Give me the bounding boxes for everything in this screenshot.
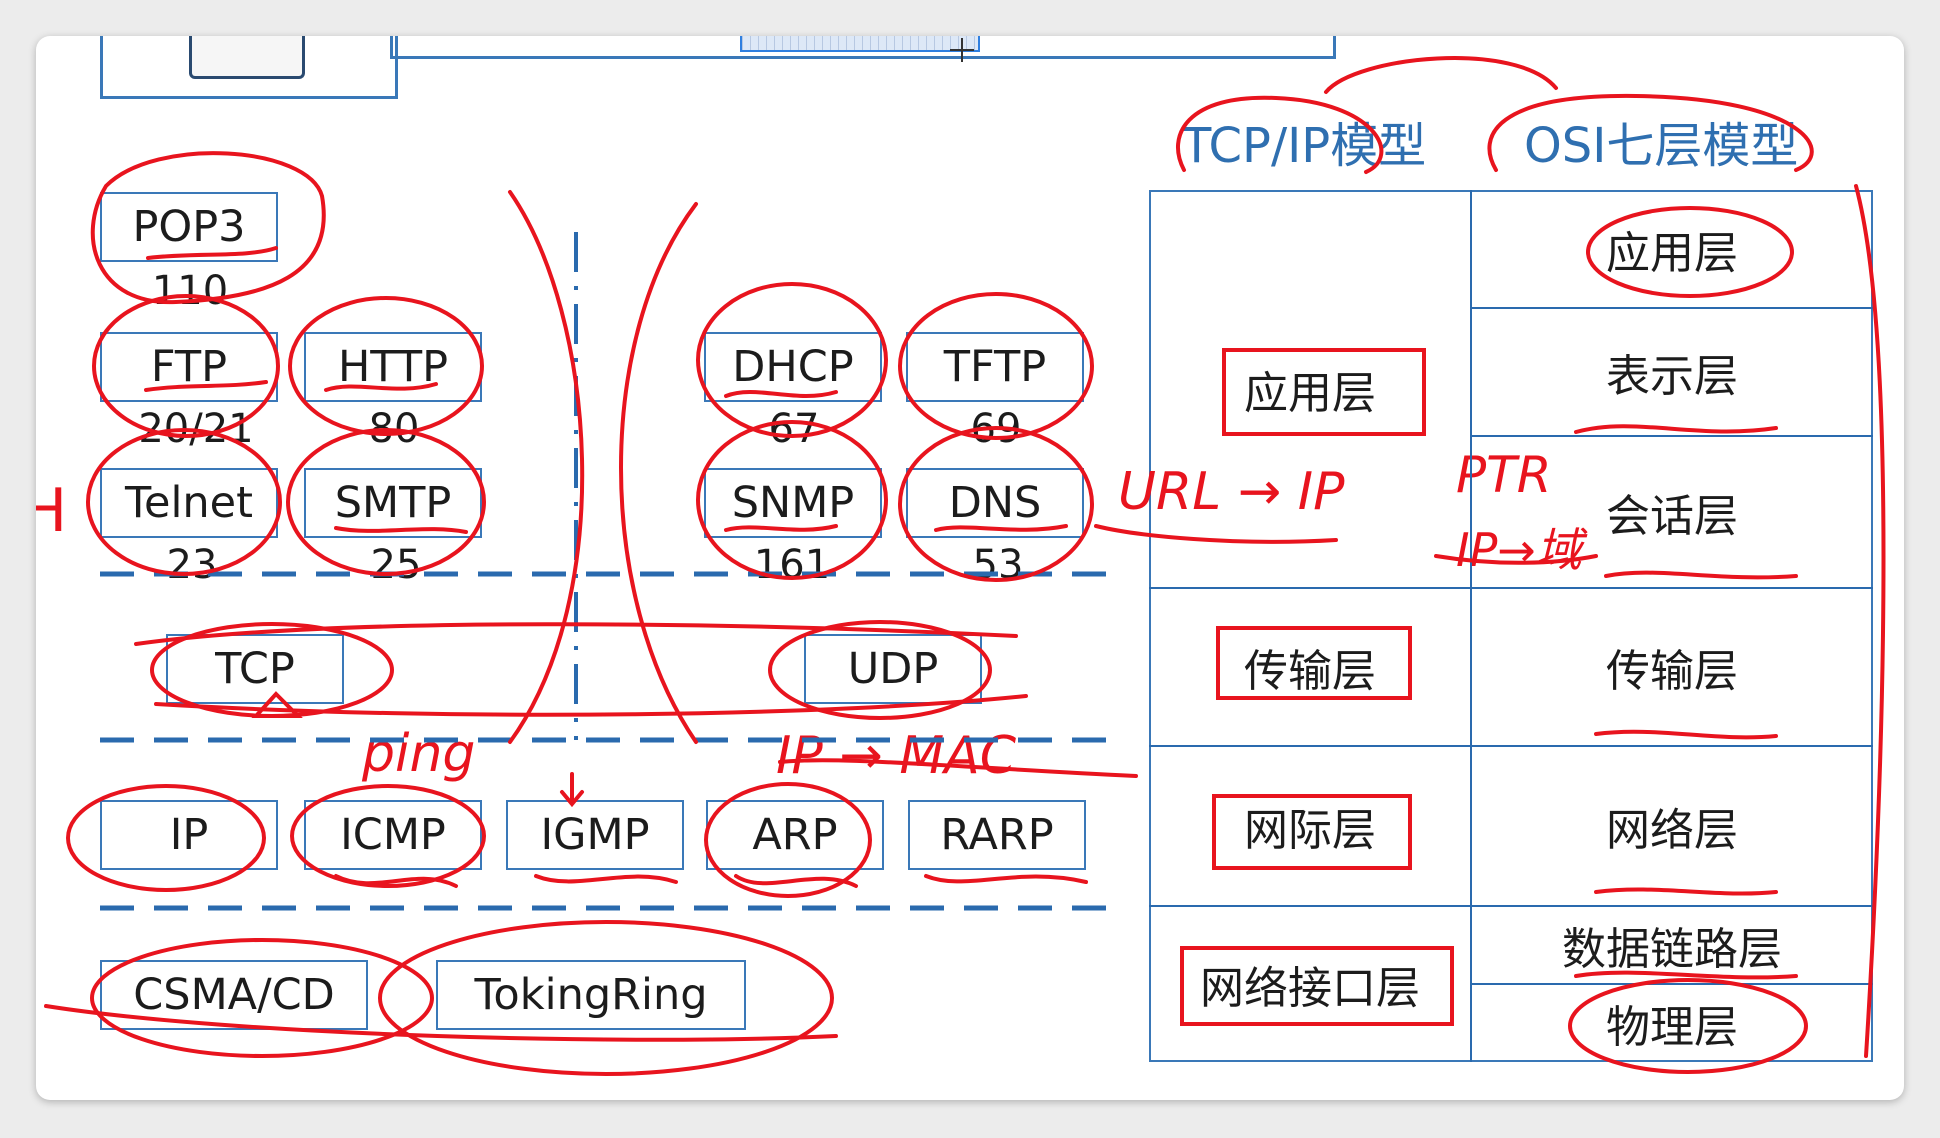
port-telnet: 23 bbox=[166, 542, 218, 588]
annotation-ip-mac: IP → MAC bbox=[776, 726, 1017, 786]
protocol-telnet: Telnet bbox=[100, 468, 278, 538]
port-pop3: 110 bbox=[151, 268, 229, 314]
tcpip-layer-application: 应用层 bbox=[1244, 368, 1376, 419]
osi-layer-presentation: 表示层 bbox=[1606, 351, 1738, 402]
annotation-ip-name: IP→域 bbox=[1456, 523, 1582, 577]
osi-model-header: OSI七层模型 bbox=[1524, 118, 1799, 174]
protocol-dns: DNS bbox=[906, 468, 1084, 538]
osi-layer-physical: 物理层 bbox=[1606, 1002, 1738, 1053]
layer-table bbox=[1149, 190, 1873, 1062]
protocol-smtp: SMTP bbox=[304, 468, 482, 538]
port-smtp: 25 bbox=[370, 542, 422, 588]
osi-layer-application: 应用层 bbox=[1606, 228, 1738, 279]
protocol-udp: UDP bbox=[804, 634, 982, 704]
annotation-left-edge: H bbox=[36, 476, 68, 546]
tcpip-model-header: TCP/IP模型 bbox=[1182, 118, 1427, 174]
protocol-arp: ARP bbox=[706, 800, 884, 870]
protocol-pop3: POP3 bbox=[100, 192, 278, 262]
protocol-ftp: FTP bbox=[100, 332, 278, 402]
diagram-strokes bbox=[44, 38, 1886, 1076]
protocol-dhcp: DHCP bbox=[704, 332, 882, 402]
osi-layer-data-link: 数据链路层 bbox=[1562, 924, 1782, 975]
protocol-igmp: IGMP bbox=[506, 800, 684, 870]
osi-layer-session: 会话层 bbox=[1606, 491, 1738, 542]
protocol-icmp: ICMP bbox=[304, 800, 482, 870]
slide: POP3 110 FTP 20/21 HTTP 80 Telnet 23 SMT… bbox=[36, 36, 1904, 1100]
tcpip-layer-internet: 网际层 bbox=[1244, 805, 1376, 856]
tcpip-layer-network-interface: 网络接口层 bbox=[1200, 963, 1420, 1014]
scroll-thumb[interactable] bbox=[740, 36, 980, 52]
protocol-tokingring: TokingRing bbox=[436, 960, 746, 1030]
port-dhcp: 67 bbox=[768, 406, 820, 452]
protocol-tftp: TFTP bbox=[906, 332, 1084, 402]
osi-layer-network: 网络层 bbox=[1606, 805, 1738, 856]
title-bar-frame bbox=[390, 36, 1336, 59]
annotation-url-ip: URL → IP bbox=[1118, 462, 1345, 522]
protocol-rarp: RARP bbox=[908, 800, 1086, 870]
logo-illustration bbox=[100, 36, 398, 99]
tcpip-layer-transport: 传输层 bbox=[1244, 646, 1376, 697]
port-snmp: 161 bbox=[753, 542, 831, 588]
protocol-snmp: SNMP bbox=[704, 468, 882, 538]
osi-layer-transport: 传输层 bbox=[1606, 646, 1738, 697]
protocol-tcp: TCP bbox=[166, 634, 344, 704]
annotation-ping: ping bbox=[362, 724, 476, 784]
